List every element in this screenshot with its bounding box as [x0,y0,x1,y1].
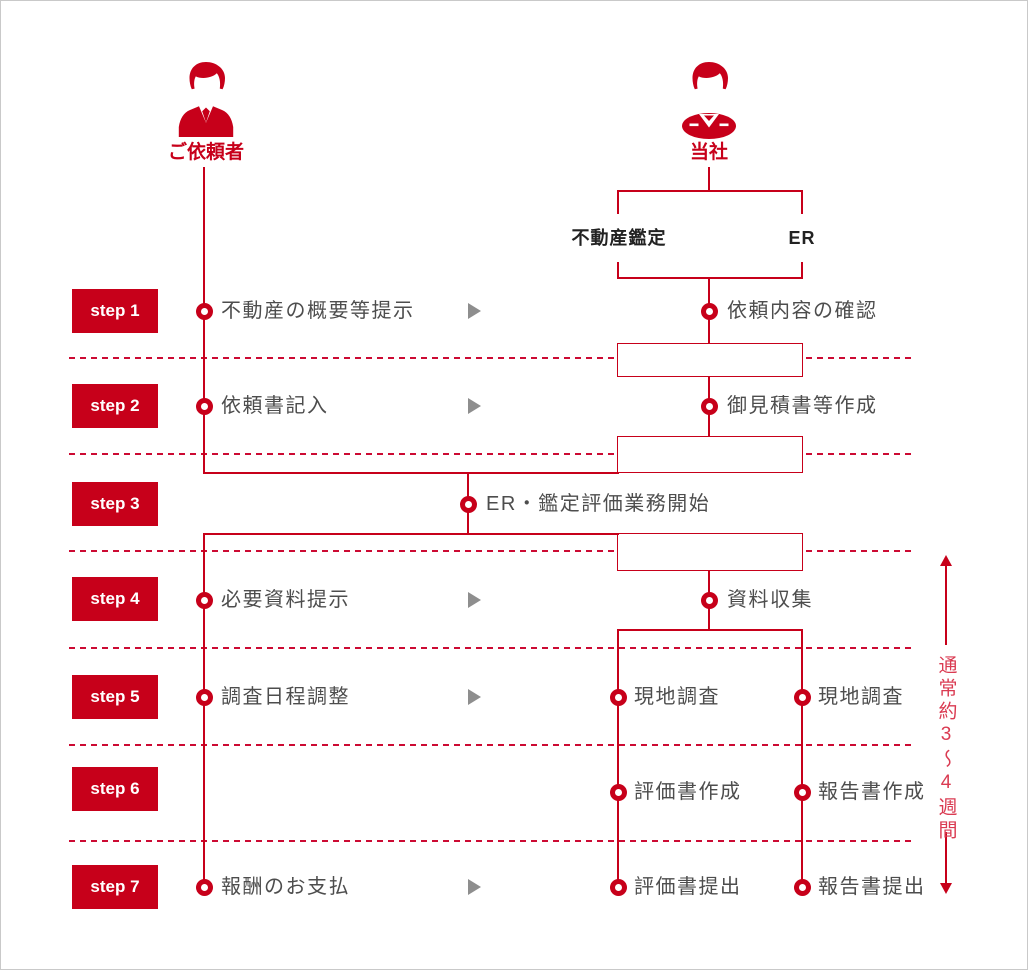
connector-box-1 [617,343,803,377]
handoff-arrow-icon [468,303,481,319]
timeline-duration-label: 通常約3〜4週間 [935,655,957,843]
step-5-branch-left-label: 現地調査 [634,686,720,708]
step-7-branch-left-node [609,878,627,896]
step-1-client-label: 不動産の概要等提示 [221,300,415,322]
split-bracket-right-line [801,190,803,214]
step-1-badge: step 1 [72,289,158,333]
step-2-company-label: 御見積書等作成 [727,395,878,417]
step-6-branch-left-label: 評価書作成 [634,781,742,803]
branch-right-label: ER [788,228,816,248]
step-2-company-node [700,397,718,415]
merge-bracket-right-line [801,262,803,279]
step-1-company-node [700,302,718,320]
step-1-client-node [196,302,213,320]
branch-left-flow-line [617,629,619,888]
timeline-arrow-down-icon [940,883,952,894]
dashed-separator-6 [69,840,914,842]
step-7-client-node [196,878,213,896]
timeline-line-upper [945,565,947,645]
step-3-merged-node [459,496,477,513]
client-label: ご依頼者 [167,142,245,163]
step-6-branch-right-node [793,783,811,801]
step-5-badge: step 5 [72,675,158,719]
step-6-branch-right-label: 報告書作成 [818,781,926,803]
connector-box-3 [617,533,803,571]
handoff-arrow-icon [468,689,481,705]
step-5-client-label: 調査日程調整 [221,686,350,708]
step-2-badge: step 2 [72,384,158,428]
dashed-separator-1 [69,357,914,359]
step-7-branch-left-label: 評価書提出 [634,876,742,898]
step-5-branch-right-label: 現地調査 [818,686,904,708]
client-person-icon [178,62,234,137]
step-4-badge: step 4 [72,577,158,621]
step-4-client-label: 必要資料提示 [221,589,350,611]
company-person-icon [682,62,736,139]
company-stem-line [708,167,710,192]
step-5-branch-right-node [793,688,811,706]
step-4-company-node [700,591,718,609]
step-2-client-node [196,397,213,415]
branch-split-line [617,629,803,631]
step-4-client-node [196,591,213,609]
step-6-branch-left-node [609,783,627,801]
merge-line-top [203,472,619,474]
step-7-badge: step 7 [72,865,158,909]
step-3-merged-label: ER・鑑定評価業務開始 [486,493,711,515]
timeline-line-lower [945,832,947,884]
connector-box-2 [617,436,803,473]
branch-right-flow-line [801,629,803,888]
step-2-client-label: 依頼書記入 [221,395,329,417]
step-5-branch-left-node [609,688,627,706]
step-7-branch-right-node [793,878,811,896]
step-1-company-label: 依頼内容の確認 [727,300,878,322]
step-3-badge: step 3 [72,482,158,526]
dashed-separator-4 [69,647,914,649]
client-flow-line-lower [203,533,205,888]
merge-line-bottom [203,533,619,535]
step-7-client-label: 報酬のお支払 [221,876,350,898]
handoff-arrow-icon [468,398,481,414]
branch-left-label: 不動産鑑定 [571,228,667,248]
merge-bracket-left-line [617,262,619,279]
dashed-separator-5 [69,744,914,746]
split-bracket-left-line [617,190,619,214]
step-5-client-node [196,688,213,706]
company-label: 当社 [689,142,729,163]
step-4-company-label: 資料収集 [727,589,813,611]
handoff-arrow-icon [468,879,481,895]
client-flow-line-upper [203,167,205,474]
handoff-arrow-icon [468,592,481,608]
merge-bracket-bottom-line [617,277,803,279]
step-6-badge: step 6 [72,767,158,811]
dashed-separator-2 [69,453,914,455]
step-7-branch-right-label: 報告書提出 [818,876,926,898]
timeline-arrow-up-icon [940,555,952,566]
dashed-separator-3 [69,550,914,552]
split-bracket-top-line [617,190,803,192]
